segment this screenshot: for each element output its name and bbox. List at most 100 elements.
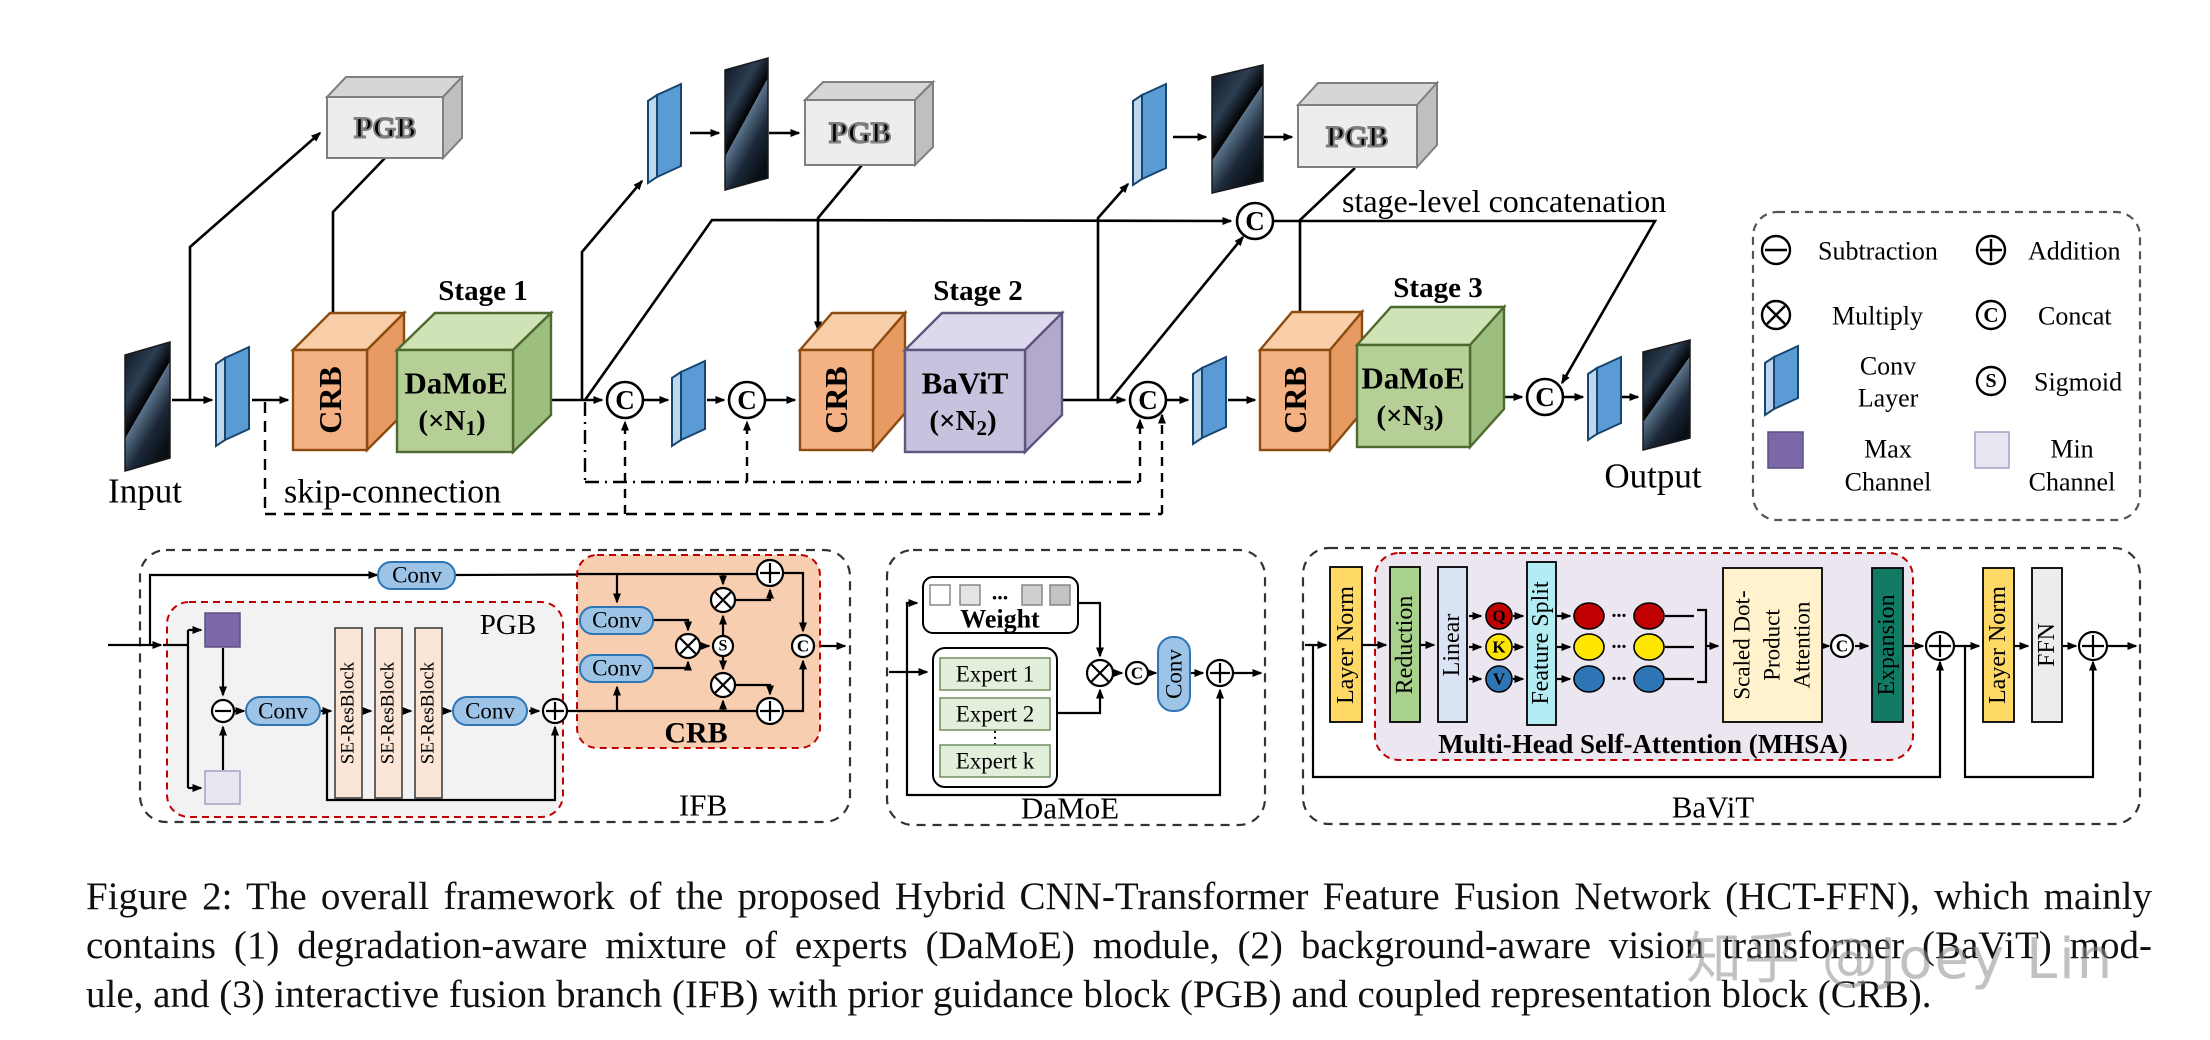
concat-icon: C <box>1124 660 1150 686</box>
concat-letter: C <box>1836 637 1848 656</box>
v-label: V <box>1493 670 1506 689</box>
crb-inner-lines <box>577 571 807 713</box>
max-channel-icon <box>204 612 241 648</box>
output-image <box>1642 339 1691 451</box>
layer-norm-block: Layer Norm <box>1982 567 2015 723</box>
multiply-icon <box>709 586 737 614</box>
stage1-title: Stage 1 <box>438 275 527 307</box>
linear-block: Linear <box>1437 566 1468 723</box>
intermediate-image-2 <box>724 57 769 191</box>
figure-caption: Figure 2: The overall framework of the p… <box>86 872 2152 1019</box>
weight-dots: ... <box>992 580 1009 605</box>
conv-label: Conv <box>592 656 642 681</box>
conv-pill-vertical: Conv <box>1157 636 1191 712</box>
head-v <box>1633 665 1665 693</box>
expert-row <box>939 744 1051 778</box>
weight-swatch <box>1021 584 1043 606</box>
conv-pill: Conv <box>579 606 654 635</box>
intermediate-image-3 <box>1211 64 1264 194</box>
multiply-icon <box>1760 299 1792 331</box>
weight-swatch <box>959 584 981 606</box>
crb-label: CRB <box>818 366 854 434</box>
sdpa-line3: Attention <box>1790 601 1815 688</box>
se-resblock: SE-ResBlock <box>414 627 443 799</box>
conv-layer-icon <box>671 359 706 448</box>
layer-norm-block: Layer Norm <box>1329 566 1363 723</box>
concat-icon: C <box>790 633 816 659</box>
pgb-label: PGB <box>1326 121 1388 154</box>
feature-split-label: Feature Split <box>1528 581 1554 705</box>
bavit-repeat-label: (×N2) <box>929 405 996 440</box>
crb-label: CRB <box>312 366 348 434</box>
multiply-icon <box>1085 658 1115 688</box>
concat-icon: C <box>1975 299 2007 331</box>
output-label: Output <box>1604 457 1702 496</box>
concat-letter: C <box>797 637 809 656</box>
stage-level-concat-label: stage-level concatenation <box>1342 183 1666 219</box>
concat-letter: C <box>1138 385 1158 415</box>
stage1-to-upper-concat <box>583 216 1233 401</box>
concat-letter: C <box>1131 664 1143 683</box>
head-q <box>1633 602 1665 630</box>
addition-icon <box>1975 234 2007 266</box>
concat-letter: C <box>615 385 635 415</box>
damoe-diagram: ... Weight Expert 1 Expert 2 ⋮ Expert k … <box>885 548 1267 827</box>
conv-label: Conv <box>592 608 642 633</box>
ifb-diagram: Conv SE-ResBlock SE-ResBlock SE-ResBlock… <box>108 548 852 824</box>
addition-icon <box>1924 630 1956 662</box>
addition-icon <box>755 558 785 588</box>
multiply-icon <box>674 632 702 660</box>
reduction-label: Reduction <box>1392 596 1418 695</box>
head-k <box>1573 633 1605 661</box>
se-resblock-label: SE-ResBlock <box>378 661 399 764</box>
head-k <box>1633 633 1665 661</box>
layer-norm-label: Layer Norm <box>1333 586 1359 704</box>
concat-icon: C <box>727 380 767 420</box>
upper-concat-to-final <box>1274 219 1658 385</box>
pgb-box-2: PGB <box>802 79 936 168</box>
concat-circles: C C C C C <box>605 201 1565 420</box>
q-label: Q <box>1492 607 1505 626</box>
k-circle: K <box>1485 633 1513 661</box>
expert-label: Expert 2 <box>956 702 1035 727</box>
sigmoid-icon: S <box>1975 365 2007 397</box>
conv-layer-icon <box>1132 82 1167 187</box>
v-circle: V <box>1485 665 1513 693</box>
attention-heads <box>1573 602 1665 693</box>
weight-swatch <box>929 584 951 606</box>
addition-icon <box>1205 658 1235 688</box>
concat-icon-stage-level: C <box>1235 201 1275 241</box>
pgb2-to-crb2-line <box>814 164 864 332</box>
crb-box-stage2: CRB <box>797 309 908 454</box>
dots: ... <box>1612 600 1627 622</box>
expert-label: Expert k <box>956 749 1035 774</box>
conv-layer-icon <box>1764 344 1799 417</box>
concat-letter: C <box>737 385 757 415</box>
crb-label: CRB <box>1277 366 1313 434</box>
crb-inner-title: CRB <box>664 717 727 750</box>
addition-icon <box>541 697 569 725</box>
crb-box-stage1: CRB <box>290 310 407 453</box>
concat-letter: C <box>1535 382 1555 412</box>
se-resblock-label: SE-ResBlock <box>418 661 439 764</box>
stage3-title: Stage 3 <box>1393 272 1482 304</box>
q-circle: Q <box>1485 602 1513 630</box>
conv-layer-icon <box>647 82 682 185</box>
concat-icon: C <box>1128 380 1168 420</box>
conv-layer-icon <box>1192 355 1227 446</box>
caption-line: contains (1) degradation-aware mixture o… <box>86 924 2152 967</box>
se-resblock: SE-ResBlock <box>374 627 403 799</box>
experts-vdots: ⋮ <box>986 728 1004 749</box>
legend-min-2: Channel <box>2029 468 2116 497</box>
skip-connection-lines <box>263 402 1166 516</box>
sdpa-block: Scaled Dot- Product Attention <box>1722 567 1823 723</box>
weight-box: ... Weight <box>922 576 1079 634</box>
conv-label: Conv <box>258 699 308 724</box>
bavit-diagram: Layer Norm Reduction Linear Q K V Featur… <box>1301 546 2142 826</box>
expert-row <box>939 697 1051 731</box>
damoe-box-stage1: DaMoE (×N1) <box>394 310 554 455</box>
min-channel-icon <box>1974 431 2010 469</box>
pgb-label: PGB <box>829 117 891 150</box>
stage1-to-conv-branch2 <box>580 179 643 400</box>
dots: ... <box>1612 631 1627 653</box>
